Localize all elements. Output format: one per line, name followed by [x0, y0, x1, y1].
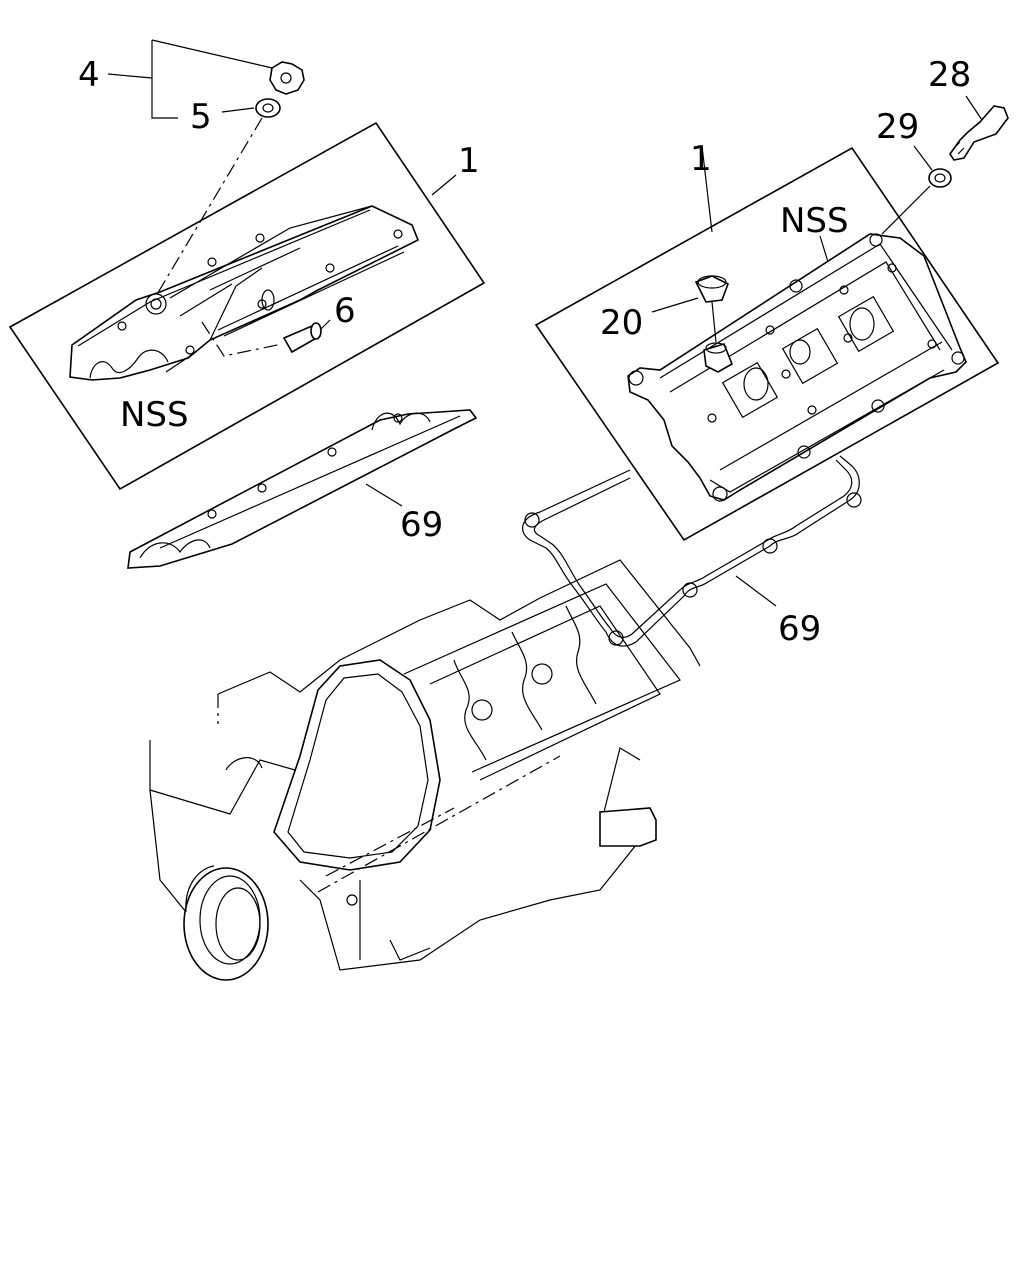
part-20-pcv-grommet [694, 275, 734, 373]
callout-29: 29 [876, 107, 919, 147]
right-gasket-69 [522, 455, 862, 647]
oil-filler-cap-group [107, 39, 305, 297]
left-cover-assembly [8, 121, 486, 491]
callout-1-right: 1 [690, 139, 712, 179]
callout-69-left: 69 [400, 505, 443, 545]
left-valve-cover [69, 205, 420, 381]
part-29-washer [928, 168, 952, 188]
part-5-washer [255, 98, 281, 118]
callout-nss-right: NSS [780, 201, 849, 241]
callout-nss-left: NSS [120, 395, 189, 435]
callout-28: 28 [928, 55, 971, 95]
left-assembly-frame [8, 121, 486, 491]
part-6-sensor [282, 322, 322, 354]
callout-5: 5 [190, 97, 212, 137]
callout-6: 6 [334, 291, 356, 331]
left-gasket-69 [127, 409, 478, 569]
bolt-and-washer [881, 95, 1009, 235]
timing-cover [273, 659, 441, 871]
callout-4: 4 [78, 55, 100, 95]
callout-1-left: 1 [458, 141, 480, 181]
callout-69-right: 69 [778, 609, 821, 649]
callout-20: 20 [600, 303, 643, 343]
engine-block [149, 559, 701, 981]
right-assembly-frame [534, 146, 1000, 542]
part-4-oil-cap [269, 61, 305, 95]
part-28-bolt [949, 105, 1009, 161]
right-cover-assembly [534, 145, 1000, 542]
